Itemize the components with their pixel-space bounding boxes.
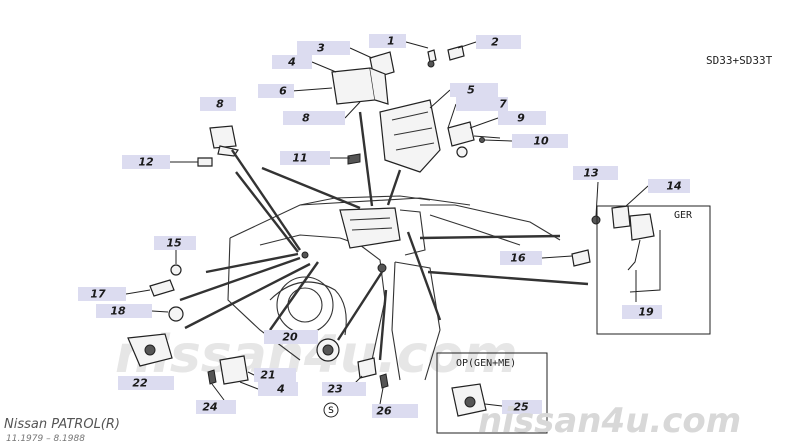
callout-9[interactable]: 9 [498,111,546,125]
footer-model: Nissan PATROL(R) [4,417,120,432]
svg-text:16: 16 [510,252,526,265]
svg-text:11: 11 [292,152,307,165]
svg-text:13: 13 [583,167,599,180]
svg-text:20: 20 [282,331,298,344]
svg-text:18: 18 [110,305,126,318]
op-label: OP(GEN+ME) [456,358,516,369]
svg-text:5: 5 [467,84,475,97]
callout-1[interactable]: 1 [369,34,406,48]
svg-text:2: 2 [491,36,499,49]
svg-text:4: 4 [287,56,296,69]
callout-24[interactable]: 24 [196,400,236,414]
svg-text:12: 12 [138,156,154,169]
location-arrows [179,111,589,361]
svg-text:23: 23 [327,383,343,396]
svg-text:6: 6 [279,85,287,98]
svg-text:24: 24 [202,401,217,414]
callout-26[interactable]: 26 [372,404,418,418]
callout-13[interactable]: 13 [573,166,618,180]
model-code: SD33+SD33T [706,54,773,67]
svg-text:4: 4 [276,383,285,396]
svg-text:10: 10 [533,135,549,148]
part-connector-7 [447,121,501,158]
svg-text:3: 3 [317,42,325,55]
part-control-unit-5 [379,99,441,173]
part-sensor-20 [316,338,340,362]
callout-25[interactable]: 25 [502,400,542,414]
ger-variant-box: GER [596,205,711,335]
leader-lines [125,41,649,407]
callout-16[interactable]: 16 [500,251,542,265]
svg-text:17: 17 [90,288,106,301]
callout-20[interactable]: 20 [264,330,318,344]
svg-text:26: 26 [376,405,392,418]
part-socket-18 [168,306,184,322]
callout-2[interactable]: 2 [476,35,521,49]
footer-dates: 11.1979 – 8.1988 [6,434,85,444]
svg-text:S: S [328,406,334,416]
svg-text:9: 9 [517,112,525,125]
part-clip-26 [379,373,389,389]
callout-3[interactable]: 3 [297,41,350,55]
part-relay-8 [209,125,239,157]
callout-4-lower[interactable]: 4 [258,382,298,396]
part-relay-6 [331,67,389,105]
part-cap-23 [357,357,377,379]
callout-22[interactable]: 22 [118,376,174,390]
part-bracket-21 [219,355,249,385]
part-nut-15 [170,264,182,276]
callout-14[interactable]: 14 [648,179,690,193]
part-screw-11 [347,153,361,165]
callout-7[interactable]: 7 [456,97,508,111]
callout-12[interactable]: 12 [122,155,170,169]
callout-15[interactable]: 15 [154,236,196,250]
part-bulb-17 [149,279,175,297]
svg-text:8: 8 [302,112,310,125]
callout-8-left[interactable]: 8 [200,97,236,111]
svg-text:15: 15 [166,237,182,250]
callout-18[interactable]: 18 [96,304,152,318]
part-bolt-13 [591,215,601,225]
callout-5[interactable]: 5 [450,83,498,97]
svg-text:8: 8 [216,98,224,111]
svg-text:7: 7 [499,98,507,111]
callout-8-upper[interactable]: 8 [283,111,345,125]
watermark-corner: nissan4u.com [478,401,741,441]
svg-text:19: 19 [638,306,654,319]
callout-21[interactable]: 21 [254,368,296,382]
s-marker: S [323,402,339,418]
svg-text:22: 22 [132,377,148,390]
svg-text:1: 1 [387,35,395,48]
part-switch-22 [127,333,173,367]
callout-11[interactable]: 11 [280,151,330,165]
part-screw-12 [197,157,213,167]
op-variant-box: OP(GEN+ME) [436,352,548,434]
callout-4[interactable]: 4 [272,55,312,69]
callout-19[interactable]: 19 [622,305,662,319]
part-clip-2 [447,45,465,61]
callout-17[interactable]: 17 [78,287,126,301]
callout-10[interactable]: 10 [512,134,568,148]
part-bolt-1 [427,49,437,68]
callout-6[interactable]: 6 [258,84,294,98]
part-sensor-14 [611,205,631,229]
svg-text:21: 21 [260,369,275,382]
callout-23[interactable]: 23 [322,382,366,396]
part-grommet-16 [571,249,591,267]
svg-text:14: 14 [666,180,681,193]
ger-label: GER [674,210,693,221]
svg-text:25: 25 [513,401,529,414]
part-screw-24 [207,369,217,385]
